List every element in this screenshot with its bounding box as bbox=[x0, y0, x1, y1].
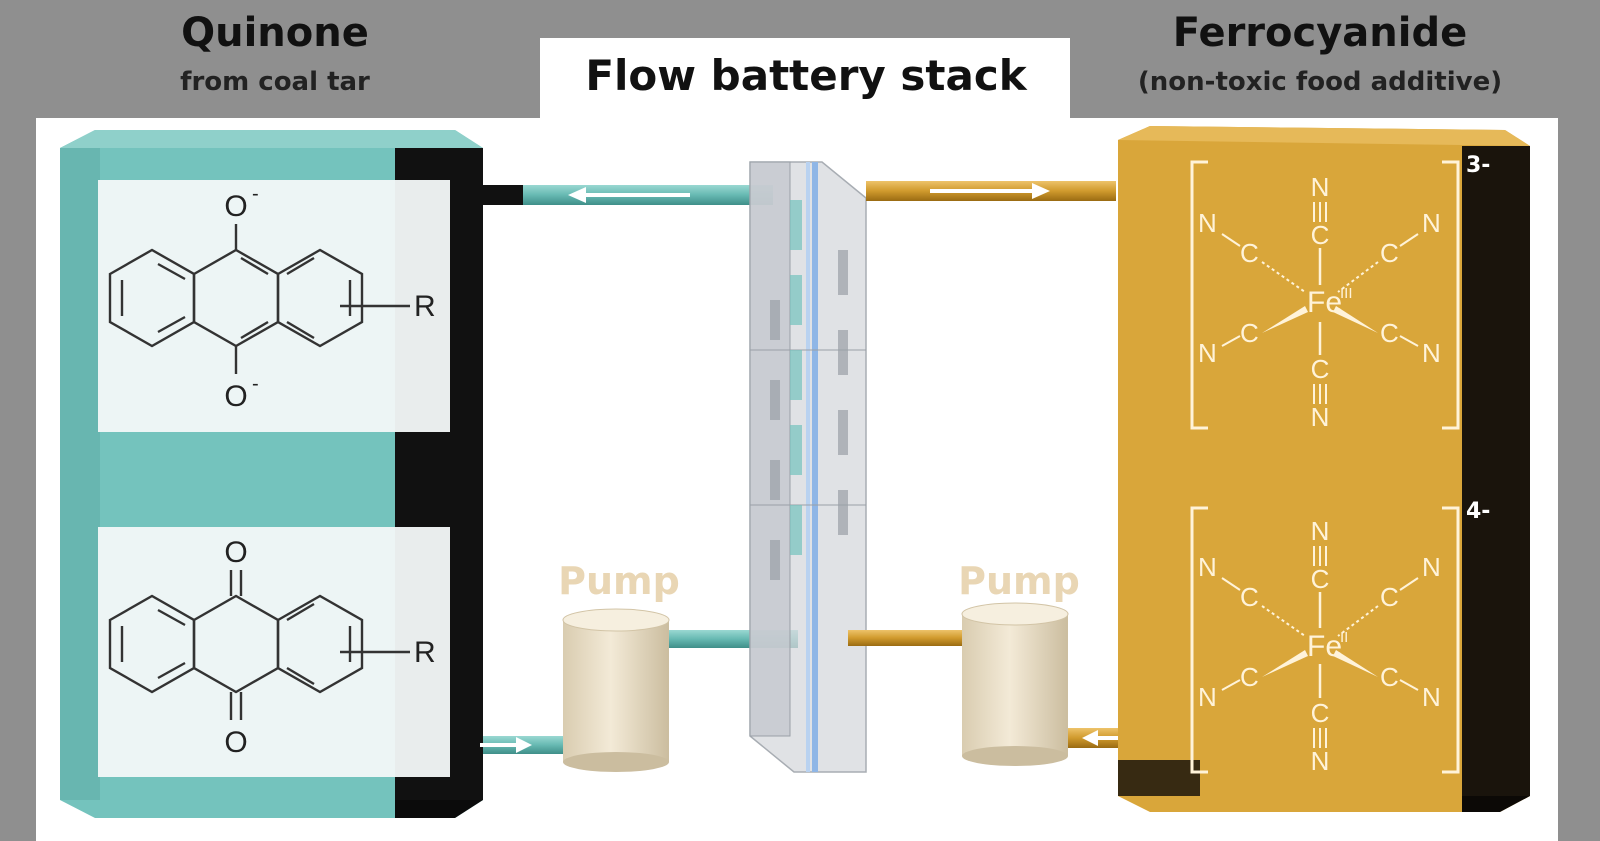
upper-left-n-atom: N bbox=[1198, 552, 1217, 582]
arrow-left-icon bbox=[568, 187, 690, 203]
bottom-oxygen-charge: - bbox=[252, 373, 259, 395]
arrow-right-icon bbox=[480, 737, 532, 753]
fe-iii-atom: Fe bbox=[1307, 286, 1342, 319]
left-tank-title: Quinone bbox=[181, 10, 369, 56]
lower-left-c-atom: C bbox=[1240, 318, 1259, 348]
r-substituent-bottom: R bbox=[414, 636, 436, 669]
right-tank-subtitle: (non-toxic food additive) bbox=[1138, 67, 1502, 97]
ferrocyanide-charge: 4- bbox=[1466, 499, 1490, 524]
upper-left-n-atom: N bbox=[1198, 208, 1217, 238]
ferricyanide-complex bbox=[1190, 160, 1460, 430]
left-pump-label: Pump bbox=[558, 559, 680, 603]
left-pump bbox=[562, 608, 670, 772]
lower-right-n-atom: N bbox=[1422, 338, 1441, 368]
fe-ii-oxidation: II bbox=[1340, 629, 1348, 646]
right-tank bbox=[1118, 126, 1530, 812]
right-pump bbox=[961, 602, 1069, 766]
right-tank-title: Ferrocyanide bbox=[1173, 10, 1468, 56]
ferricyanide-charge: 3- bbox=[1466, 153, 1490, 178]
left-tank-subtitle: from coal tar bbox=[180, 67, 370, 97]
upper-left-c-atom: C bbox=[1240, 238, 1259, 268]
left-pipes bbox=[480, 185, 798, 754]
battery-stack bbox=[749, 161, 867, 773]
top-oxygen-atom: O bbox=[224, 190, 247, 223]
lower-left-n-atom: N bbox=[1198, 338, 1217, 368]
bottom-oxygen-atom: O bbox=[224, 380, 247, 413]
carbonyl-oxygen-top: O bbox=[224, 536, 247, 569]
upper-right-n-atom: N bbox=[1422, 552, 1441, 582]
ferrocyanide-complex bbox=[1190, 506, 1460, 774]
lower-left-n-atom: N bbox=[1198, 682, 1217, 712]
quinone-structure: O O R bbox=[98, 527, 450, 777]
right-pump-label: Pump bbox=[958, 559, 1080, 603]
bottom-n-atom: N bbox=[1311, 402, 1330, 432]
top-n-atom: N bbox=[1311, 172, 1330, 202]
arrow-right-icon bbox=[930, 183, 1050, 199]
upper-right-n-atom: N bbox=[1422, 208, 1441, 238]
upper-left-c-atom: C bbox=[1240, 582, 1259, 612]
r-substituent: R bbox=[414, 290, 436, 323]
upper-right-c-atom: C bbox=[1380, 582, 1399, 612]
upper-right-c-atom: C bbox=[1380, 238, 1399, 268]
lower-left-c-atom: C bbox=[1240, 662, 1259, 692]
top-c-atom: C bbox=[1311, 220, 1330, 250]
top-c-atom: C bbox=[1311, 564, 1330, 594]
stack-title: Flow battery stack bbox=[585, 51, 1027, 100]
lower-right-n-atom: N bbox=[1422, 682, 1441, 712]
lower-right-c-atom: C bbox=[1380, 318, 1399, 348]
fe-ii-atom: Fe bbox=[1307, 630, 1342, 663]
bottom-c-atom: C bbox=[1311, 698, 1330, 728]
bottom-c-atom: C bbox=[1311, 354, 1330, 384]
bottom-n-atom: N bbox=[1311, 746, 1330, 776]
stack-title-panel bbox=[540, 38, 1070, 122]
top-n-atom: N bbox=[1311, 516, 1330, 546]
fe-iii-oxidation: III bbox=[1340, 285, 1353, 302]
top-oxygen-charge: - bbox=[252, 183, 259, 205]
carbonyl-oxygen-bottom: O bbox=[224, 726, 247, 759]
quinone-dianion-structure: O - O - R bbox=[98, 180, 450, 432]
lower-right-c-atom: C bbox=[1380, 662, 1399, 692]
